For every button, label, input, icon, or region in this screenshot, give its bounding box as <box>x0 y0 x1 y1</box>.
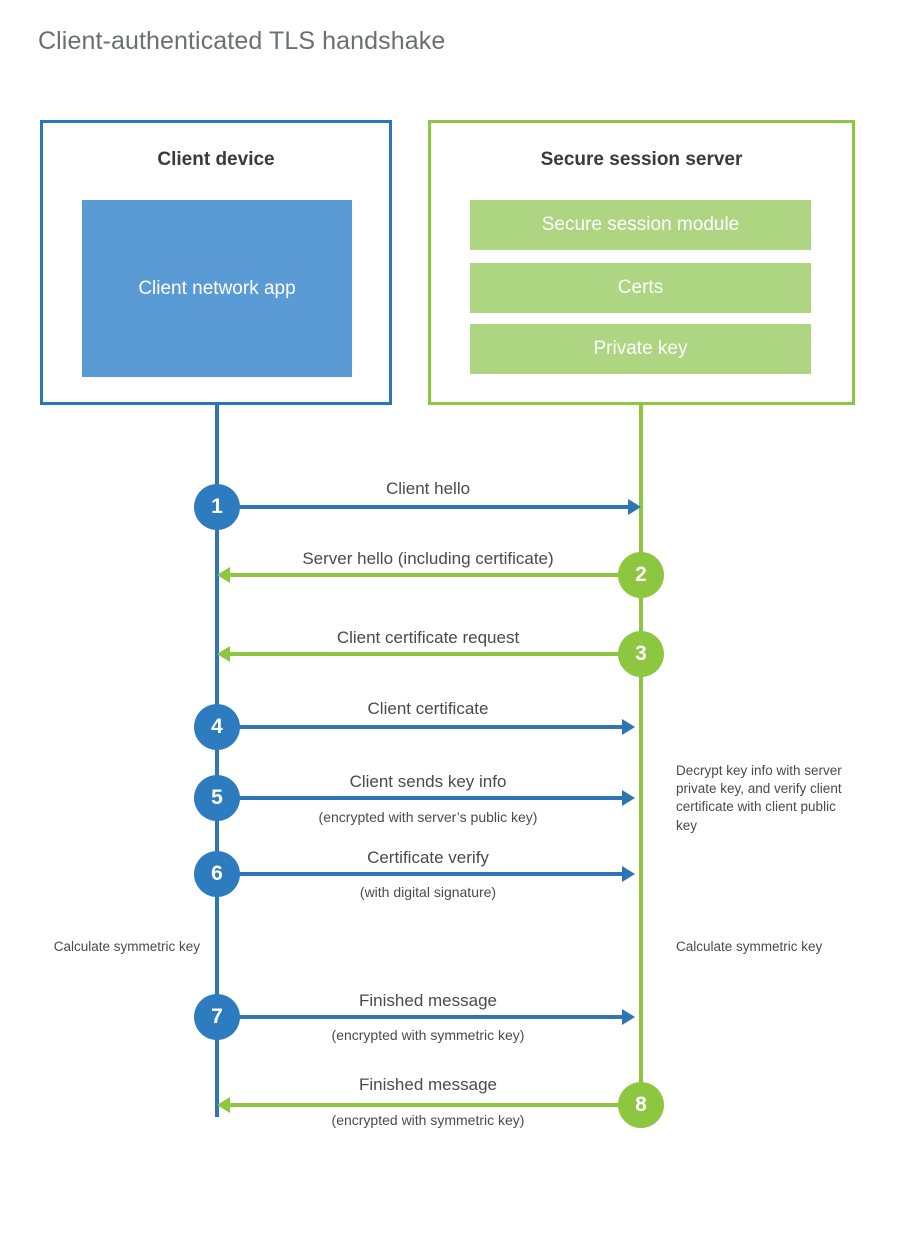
step-5-label: Client sends key info <box>349 772 507 791</box>
server-calculate-symmetric-key-note: Calculate symmetric key <box>676 939 823 954</box>
step-8-arrow-line <box>230 1103 628 1107</box>
step-1-marker[interactable]: 1 <box>194 484 240 530</box>
step-6-marker[interactable]: 6 <box>194 851 240 897</box>
client-device-title: Client device <box>157 149 275 170</box>
step-4-arrow-head-icon <box>622 719 635 735</box>
step-6-sublabel: (with digital signature) <box>359 884 497 900</box>
step-2-arrow-line <box>230 573 642 577</box>
step-5-arrow-line <box>217 796 623 800</box>
step-8-sublabel: (encrypted with symmetric key) <box>331 1112 525 1128</box>
step-3-marker[interactable]: 3 <box>618 631 664 677</box>
step-6-arrow-line <box>217 872 623 876</box>
step-7-arrow-line <box>217 1015 623 1019</box>
secure-session-server-box: Secure session server Secure session mod… <box>428 120 855 405</box>
step-8-label: Finished message <box>359 1075 497 1094</box>
step-1-arrow-line <box>217 505 629 509</box>
step-4-label: Client certificate <box>367 699 489 718</box>
step-7-arrow-head-icon <box>622 1009 635 1025</box>
step-7-label: Finished message <box>359 991 497 1010</box>
step-4-arrow-line <box>217 725 623 729</box>
page-title: Client-authenticated TLS handshake <box>38 27 446 55</box>
server-lifeline <box>639 405 643 1105</box>
secure-session-server-title: Secure session server <box>540 149 743 170</box>
step-5-marker[interactable]: 5 <box>194 775 240 821</box>
step-5-sublabel: (encrypted with server’s public key) <box>318 809 538 825</box>
server-component-secure-session-module: Secure session module <box>470 200 811 250</box>
step-1-arrow-head-icon <box>628 499 641 515</box>
step-2-arrow-head-icon <box>217 567 230 583</box>
client-network-app-block: Client network app <box>82 200 352 377</box>
server-decrypt-note: Decrypt key info with server private key… <box>676 763 842 833</box>
step-7-sublabel: (encrypted with symmetric key) <box>331 1027 525 1043</box>
client-device-box: Client device Client network app <box>40 120 392 405</box>
step-4-marker[interactable]: 4 <box>194 704 240 750</box>
server-component-certs: Certs <box>470 263 811 313</box>
step-8-marker[interactable]: 8 <box>618 1082 664 1128</box>
step-5-arrow-head-icon <box>622 790 635 806</box>
step-3-arrow-line <box>230 652 642 656</box>
step-3-arrow-head-icon <box>217 646 230 662</box>
step-7-marker[interactable]: 7 <box>194 994 240 1040</box>
client-calculate-symmetric-key-note: Calculate symmetric key <box>53 939 200 954</box>
step-8-arrow-head-icon <box>217 1097 230 1113</box>
step-2-marker[interactable]: 2 <box>618 552 664 598</box>
step-2-label: Server hello (including certificate) <box>302 549 554 568</box>
step-6-label: Certificate verify <box>367 848 489 867</box>
step-1-label: Client hello <box>385 479 471 498</box>
server-component-private-key: Private key <box>470 324 811 374</box>
step-3-label: Client certificate request <box>336 628 520 647</box>
client-lifeline <box>215 405 219 1117</box>
step-6-arrow-head-icon <box>622 866 635 882</box>
